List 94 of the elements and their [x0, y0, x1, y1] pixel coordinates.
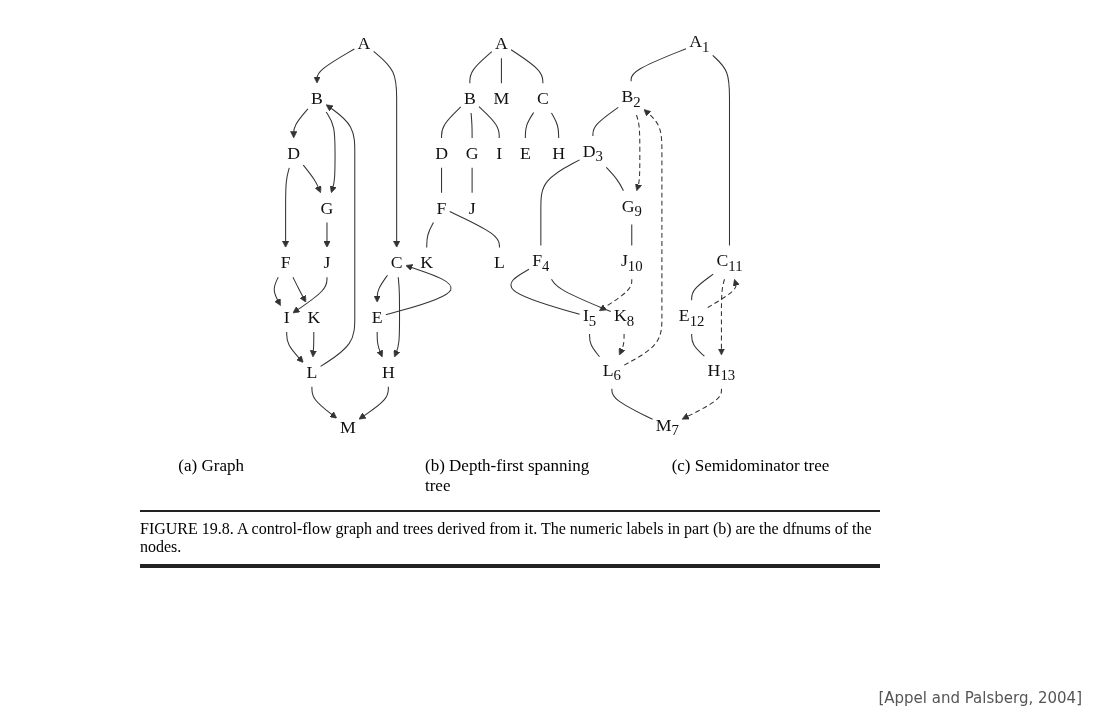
arrow: [325, 111, 337, 193]
connector: [426, 222, 434, 248]
node-text: G$_{9}$: [621, 195, 642, 220]
connector: [540, 159, 581, 246]
connector: [631, 224, 633, 246]
node-text: F: [436, 197, 447, 218]
node-text: B: [311, 88, 323, 109]
node-text: M: [493, 88, 510, 109]
subfigure-label: (c) Semidominator tree: [671, 456, 831, 477]
connector: [469, 51, 493, 84]
node-text: H$_{13}$: [707, 359, 736, 384]
arrow: [599, 278, 633, 312]
arrow: [273, 276, 281, 306]
node-text: B$_{2}$: [621, 86, 641, 110]
arrow: [681, 388, 722, 420]
connector: [550, 278, 612, 313]
connector: [691, 273, 714, 301]
node-text: G: [320, 197, 334, 218]
arrow: [385, 264, 452, 316]
arrow: [320, 104, 356, 367]
arrow: [376, 331, 384, 358]
node-text: C: [536, 88, 549, 109]
arrow: [292, 276, 307, 303]
arrow: [313, 48, 355, 84]
arrow: [717, 278, 726, 356]
connector: [605, 166, 624, 192]
node-text: E: [519, 142, 531, 163]
connector: [470, 112, 473, 139]
arrow: [311, 386, 338, 419]
connector: [611, 388, 654, 420]
node-text: I: [496, 142, 503, 163]
connector: [441, 167, 443, 194]
arrow: [373, 274, 389, 303]
node-text: I$_{5}$: [582, 305, 597, 329]
arrow: [282, 167, 290, 248]
connector: [691, 333, 705, 357]
arrow: [358, 386, 389, 420]
node-text: D: [435, 142, 448, 163]
figure-caption: FIGURE 19.8. A control-flow graph and trees derived from it. The numeric labels in part (b) are the dfnums of the nodes.: [140, 510, 880, 568]
connector: [449, 210, 500, 248]
node-text: B: [463, 88, 476, 109]
node-text: K: [307, 307, 321, 328]
arrow: [286, 331, 304, 363]
arrow: [373, 50, 401, 248]
node-text: A: [357, 33, 371, 54]
node-text: J$_{10}$: [620, 250, 643, 275]
node-text: A$_{1}$: [689, 31, 710, 56]
connector: [592, 106, 619, 137]
node-text: K: [420, 252, 434, 273]
node-text: H: [381, 361, 395, 382]
connector: [510, 49, 544, 84]
arrow: [309, 331, 317, 358]
connector: [441, 106, 462, 139]
node-text: E: [371, 307, 383, 328]
arrow: [290, 108, 309, 139]
connector: [524, 111, 535, 139]
connector: [712, 54, 730, 246]
connector: [550, 112, 560, 139]
connector: [500, 57, 502, 84]
arrow: [393, 276, 401, 358]
arrow: [618, 333, 626, 356]
node-text: C: [390, 252, 403, 273]
node-text: K$_{8}$: [613, 305, 635, 329]
node-text: A: [495, 33, 508, 54]
arrow: [302, 164, 322, 193]
arrow: [323, 222, 331, 248]
arrow: [623, 109, 663, 366]
node-text: L: [494, 252, 505, 273]
node-text: D: [287, 142, 301, 163]
node-text: J: [468, 197, 476, 218]
node-text: H: [552, 142, 566, 163]
arrow: [292, 276, 328, 314]
connector: [471, 167, 473, 194]
subfigure-label: (b) Depth-first spanning tree: [425, 456, 591, 496]
connector: [589, 333, 601, 358]
node-text: G: [465, 142, 479, 163]
node-text: L: [306, 361, 318, 382]
node-text: F: [280, 252, 291, 273]
node-text: L$_{6}$: [602, 359, 622, 384]
connector: [510, 268, 581, 315]
node-text: M: [339, 416, 356, 437]
node-text: C$_{11}$: [716, 250, 743, 275]
node-text: M$_{7}$: [655, 414, 679, 439]
node-text: F$_{4}$: [532, 250, 550, 275]
subfigure-label: (a) Graph: [178, 456, 245, 477]
arrow: [635, 114, 642, 192]
citation-text: [Appel and Palsberg, 2004]: [878, 689, 1082, 707]
arrow: [707, 278, 740, 309]
connector: [478, 106, 500, 139]
node-text: J: [323, 252, 331, 273]
node-text: D$_{3}$: [582, 140, 604, 165]
node-text: E$_{12}$: [678, 305, 705, 329]
node-text: I: [283, 307, 290, 328]
connector: [630, 48, 687, 82]
